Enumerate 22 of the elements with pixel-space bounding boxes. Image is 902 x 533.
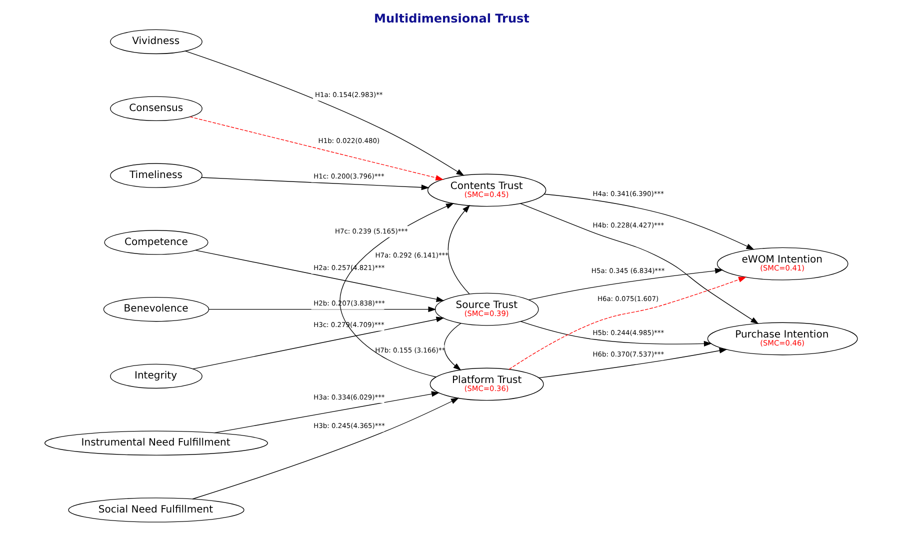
arrow bbox=[508, 276, 747, 370]
arrow bbox=[520, 321, 712, 347]
arrow bbox=[201, 177, 430, 190]
node-ellipse: Timeliness bbox=[110, 163, 202, 188]
arrow bbox=[520, 203, 759, 324]
arrow bbox=[185, 50, 464, 176]
arrow bbox=[195, 250, 444, 302]
node-ellipse: Instrumental Need Fulfillment bbox=[44, 430, 268, 456]
node-ellipse: Vividness bbox=[110, 29, 202, 54]
node-ellipse: Benevolence bbox=[103, 296, 210, 322]
node-ellipse: Integrity bbox=[110, 364, 202, 389]
arrow bbox=[340, 203, 454, 378]
arrow bbox=[448, 204, 470, 294]
arrow bbox=[528, 268, 724, 300]
arrow bbox=[544, 194, 754, 250]
arrow bbox=[444, 322, 462, 371]
arrow bbox=[192, 398, 460, 500]
node-ellipse: Competence bbox=[104, 230, 208, 255]
node-ellipse: Social Need Fulfillment bbox=[68, 498, 244, 522]
diagram-title: Multidimensional Trust bbox=[374, 12, 530, 26]
arrow bbox=[190, 116, 444, 181]
node-ellipse: Consensus bbox=[110, 96, 202, 121]
